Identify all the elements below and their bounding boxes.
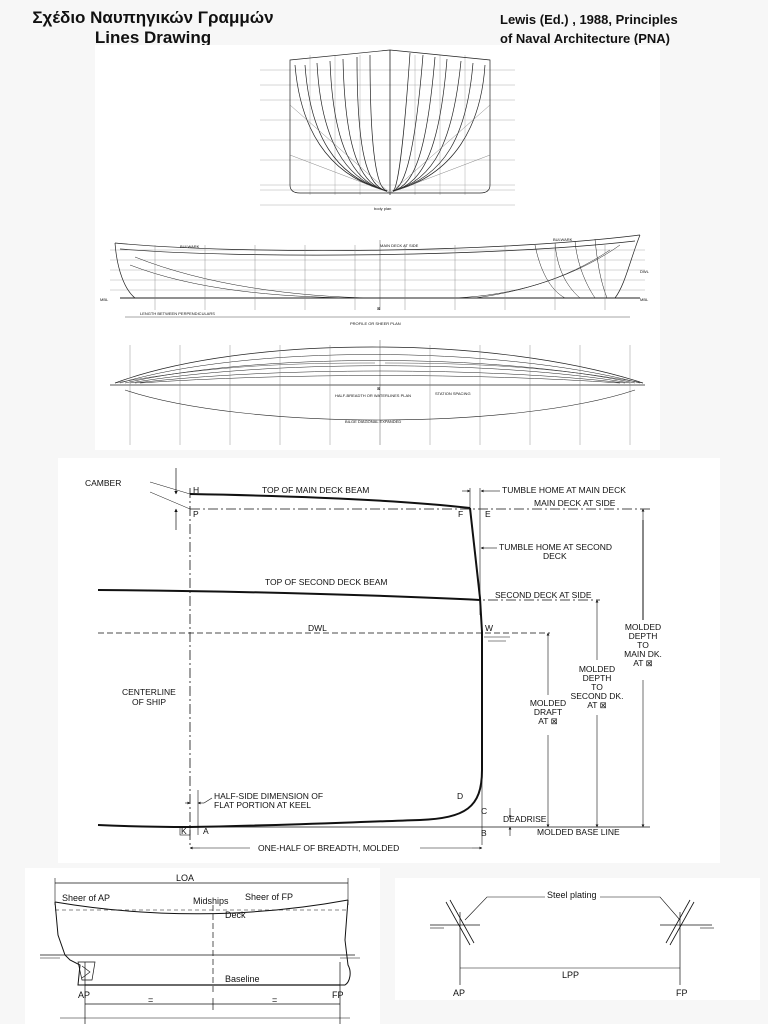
title-english: Lines Drawing [94,28,212,47]
profile-plan [110,234,645,318]
ap-perp-label: AP [453,988,465,998]
profile-sketch-panel: LOA Sheer of AP Midships Sheer of FP Dec… [25,868,380,1024]
tumble-home-second-label-2: DECK [543,551,567,561]
halfbreadth-caption: HALF-BREADTH OR WATERLINES PLAN [335,393,411,398]
profile-sketch-drawing: LOA Sheer of AP Midships Sheer of FP Dec… [40,873,360,1024]
second-deck-at-side-label: SECOND DECK AT SIDE [495,590,592,600]
perpendiculars-panel: Steel plating AP FP LPP [395,878,760,1000]
half-breadth-label: ONE-HALF OF BREADTH, MOLDED [258,843,399,853]
bilge-caption: BILGE DIAGONAL EXPANDED [345,419,401,424]
point-e: E [485,509,491,519]
ap-label: AP [78,990,90,1000]
body-plan [260,49,515,206]
main-deck-at-side-label: MAIN DECK AT SIDE [534,498,616,508]
half-side-label-1: HALF-SIDE DIMENSION OF [214,791,323,801]
svg-text:DEPTH: DEPTH [629,631,658,641]
molded-depth-second-label: MOLDED DEPTH TO SECOND DK. AT ⊠ [571,664,624,710]
perpendiculars-drawing: Steel plating AP FP LPP [430,890,714,998]
deadrise-label: DEADRISE [503,814,547,824]
svg-text:AT ⊠: AT ⊠ [538,716,558,726]
svg-text:MAIN DK.: MAIN DK. [624,649,662,659]
svg-text:AT ⊠: AT ⊠ [587,700,607,710]
sheer-fp-label: Sheer of FP [245,892,293,902]
bulwark-fwd-label: BULWARK [553,237,573,242]
molded-depth-main-label: MOLDED DEPTH TO MAIN DK. AT ⊠ [624,622,662,668]
fp-label: FP [332,990,344,1000]
point-b: B [481,828,487,838]
svg-text:TO: TO [591,682,603,692]
molded-draft-label: MOLDED DRAFT AT ⊠ [530,698,566,726]
reference-citation: Lewis (Ed.) , 1988, Principles of Naval … [500,10,710,48]
equal-mark-2: = [272,995,277,1005]
svg-text:MOLDED: MOLDED [625,622,661,632]
point-p: P [193,509,199,519]
svg-text:AT ⊠: AT ⊠ [633,658,653,668]
lines-plan-panel: body plan MAIN DECK AT SIDE BULWARK BULW… [95,45,660,450]
midships-label: Midships [193,896,229,906]
tumble-home-main-label: TUMBLE HOME AT MAIN DECK [502,485,626,495]
half-side-label-2: FLAT PORTION AT KEEL [214,800,311,810]
title-greek: Σχέδιο Ναυπηγικών Γραμμών [32,8,274,27]
dwl-label: DWL [308,623,327,633]
mbl-label-fwd: MBL [640,297,649,302]
main-deck-beam [189,493,471,509]
profile-caption: PROFILE OR SHEER PLAN [350,321,401,326]
point-c: C [481,806,487,816]
dwl-label-profile: DWL [640,269,650,274]
midsection-panel: CAMBER TOP OF MAIN DECK BEAM TUMBLE HOME… [58,458,720,863]
lines-plan-drawing: body plan MAIN DECK AT SIDE BULWARK BULW… [100,49,650,445]
svg-text:DRAFT: DRAFT [534,707,562,717]
page-title: Σχέδιο Ναυπηγικών Γραμμών Lines Drawing [18,8,288,48]
sheer-ap-label: Sheer of AP [62,893,110,903]
svg-text:MOLDED: MOLDED [579,664,615,674]
centerline-label-1: CENTERLINE [122,687,176,697]
tumble-home-second-label-1: TUMBLE HOME AT SECOND [499,542,612,552]
bulwark-aft-label: BULWARK [180,244,200,249]
body-plan-caption: body plan [374,206,391,211]
molded-base-line-label: MOLDED BASE LINE [537,827,620,837]
camber-label: CAMBER [85,478,121,488]
half-breadth-plan [110,340,645,445]
lbp-label: LENGTH BETWEEN PERPENDICULARS [140,311,215,316]
mbl-label-aft: MBL [100,297,109,302]
point-a: A [203,826,209,836]
equal-mark-1: = [148,995,153,1005]
top-second-deck-beam-label: TOP OF SECOND DECK BEAM [265,577,388,587]
reference-line-1: Lewis (Ed.) , 1988, Principles [500,12,678,27]
midships-symbol-halfbreadth: ⊠ [377,386,380,391]
steel-plating-label: Steel plating [547,890,597,900]
midsection-drawing: CAMBER TOP OF MAIN DECK BEAM TUMBLE HOME… [85,468,662,853]
main-deck-label: MAIN DECK AT SIDE [380,243,419,248]
reference-line-2: of Naval Architecture (PNA) [500,31,670,46]
station-spacing-label: STATION SPACING [435,391,471,396]
svg-text:MOLDED: MOLDED [530,698,566,708]
lpp-label: LPP [562,970,579,980]
fp-perp-label: FP [676,988,688,998]
point-w: W [485,623,493,633]
svg-text:SECOND DK.: SECOND DK. [571,691,624,701]
point-h: H [193,485,199,495]
baseline-label: Baseline [225,974,260,984]
centerline-label-2: OF SHIP [132,697,166,707]
hull-side-shell [97,507,483,829]
second-deck-beam [97,589,481,601]
point-k: K [181,826,187,836]
point-f: F [458,509,463,519]
top-main-deck-beam-label: TOP OF MAIN DECK BEAM [262,485,369,495]
point-d: D [457,791,463,801]
deck-label: Deck [225,910,246,920]
midships-symbol-profile: ⊠ [377,306,380,311]
svg-text:DEPTH: DEPTH [583,673,612,683]
loa-label: LOA [176,873,194,883]
svg-text:TO: TO [637,640,649,650]
